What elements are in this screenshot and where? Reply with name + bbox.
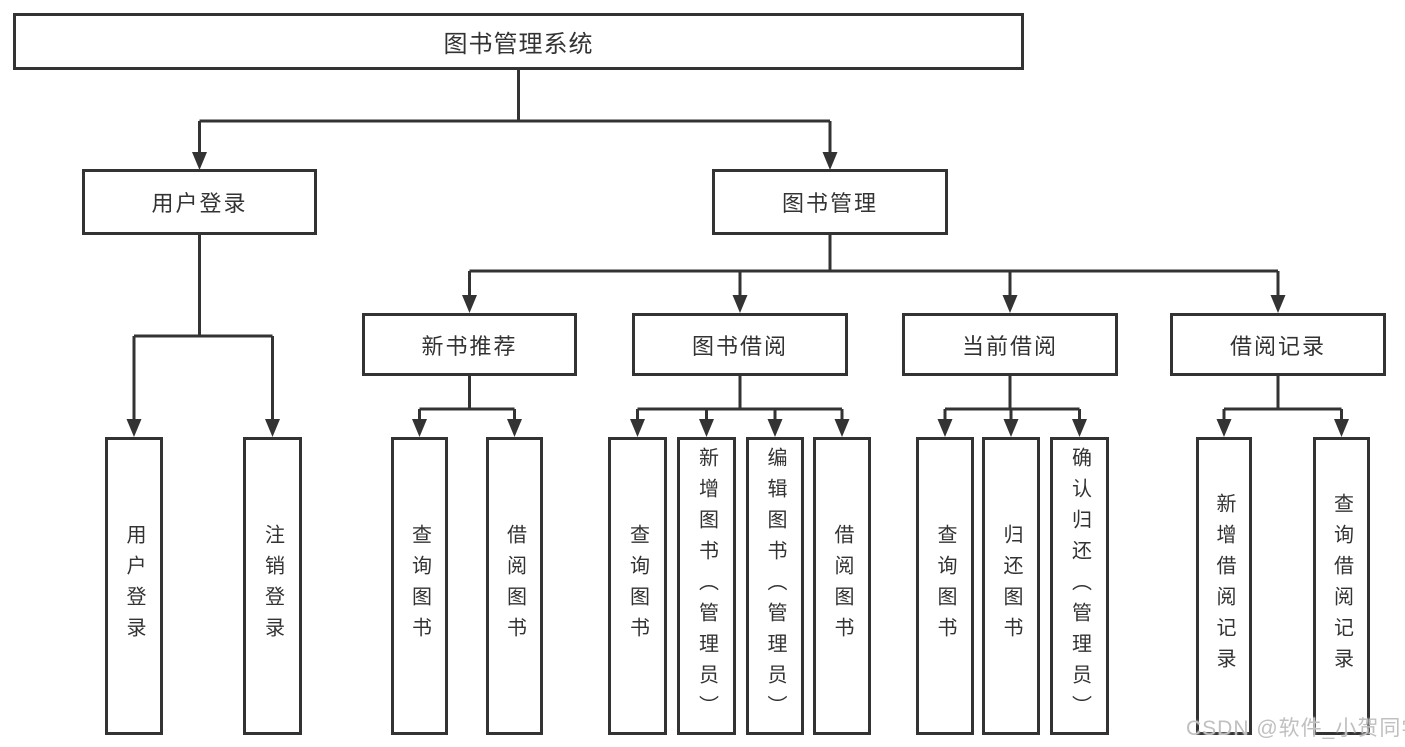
node-label: 借阅图书 [503,524,526,648]
arrowhead-down-icon [192,152,207,170]
arrowhead-down-icon [822,152,838,170]
node-leaf-logout: 注销登录 [243,437,302,735]
node-label: 查询图书 [934,524,956,648]
node-label: 编辑图书（管理员） [764,446,786,726]
node-label: 用户登录 [123,524,145,648]
arrowhead-down-icon [937,419,953,437]
node-sub-book-borrowing: 图书借阅 [632,313,848,376]
connector-root-to-level2 [192,70,838,170]
connector-path [132,235,274,421]
connector-path [418,376,516,421]
node-label: 当前借阅 [961,333,1058,359]
arrowhead-down-icon [412,419,427,437]
node-label: 用户登录 [151,191,248,216]
connector-book-management-to-level3 [462,235,1286,313]
connector-path [198,70,832,153]
arrowhead-down-icon [699,419,714,437]
node-branch-book-management: 图书管理 [712,169,948,235]
node-label: 图书借阅 [691,333,788,359]
arrowhead-down-icon [265,419,280,437]
arrowhead-down-icon [462,295,477,313]
connector-path [636,376,844,421]
node-label: 借阅记录 [1229,333,1326,359]
node-leaf-add-book-admin: 新增图书（管理员） [677,437,736,735]
node-sub-new-book-recommend: 新书推荐 [362,313,577,376]
node-leaf-query-books-recommend: 查询图书 [391,437,448,735]
node-label: 归还图书 [1000,524,1022,648]
node-library-management-system: 图书管理系统 [13,13,1024,70]
arrowhead-down-icon [732,295,748,313]
node-label: 注销登录 [261,524,284,648]
node-label: 图书管理系统 [443,31,594,58]
node-label: 查询图书 [626,524,649,648]
node-label: 新增图书（管理员） [695,446,718,726]
connector-borrow-records-to-leaves [1216,376,1349,437]
node-branch-user-login: 用户登录 [82,169,317,235]
node-leaf-add-borrow-record: 新增借阅记录 [1196,437,1252,735]
connector-path [1222,376,1343,421]
node-label: 确认归还（管理员） [1068,446,1091,726]
connector-current-borrowing-to-leaves [937,376,1087,437]
arrowhead-down-icon [1003,419,1019,437]
node-leaf-confirm-return-admin: 确认归还（管理员） [1050,437,1109,735]
node-leaf-borrow-books: 借阅图书 [813,437,871,735]
connector-new-book-recommend-to-leaves [412,376,522,437]
arrowhead-down-icon [630,419,645,437]
node-leaf-user-login: 用户登录 [105,437,163,735]
watermark: CSDN @软件_小贺同学 [1186,717,1405,740]
node-leaf-query-books-current: 查询图书 [916,437,974,735]
arrowhead-down-icon [507,419,522,437]
connector-user-login-to-leaves [126,235,280,437]
arrowhead-down-icon [1334,419,1349,437]
connector-book-borrowing-to-leaves [630,376,850,437]
arrowhead-down-icon [834,419,850,437]
arrowhead-down-icon [1072,419,1087,437]
node-label: 借阅图书 [831,524,853,648]
connector-path [943,376,1081,421]
arrowhead-down-icon [1002,295,1018,313]
arrowhead-down-icon [1216,419,1232,437]
arrowhead-down-icon [767,419,783,437]
node-sub-current-borrowing: 当前借阅 [902,313,1118,376]
arrowhead-down-icon [1270,295,1286,313]
node-leaf-borrow-books-recommend: 借阅图书 [486,437,543,735]
connector-path [468,235,1280,297]
arrowhead-down-icon [126,419,142,437]
node-leaf-return-books: 归还图书 [982,437,1040,735]
node-sub-borrow-records: 借阅记录 [1170,313,1386,376]
node-label: 查询借阅记录 [1330,493,1353,679]
node-label: 查询图书 [408,524,431,648]
node-leaf-edit-book-admin: 编辑图书（管理员） [746,437,804,735]
node-label: 新增借阅记录 [1213,493,1235,679]
node-leaf-query-books-borrowing: 查询图书 [608,437,667,735]
node-label: 图书管理 [781,191,878,216]
node-label: 新书推荐 [421,333,518,359]
node-leaf-query-borrow-record: 查询借阅记录 [1313,437,1370,735]
